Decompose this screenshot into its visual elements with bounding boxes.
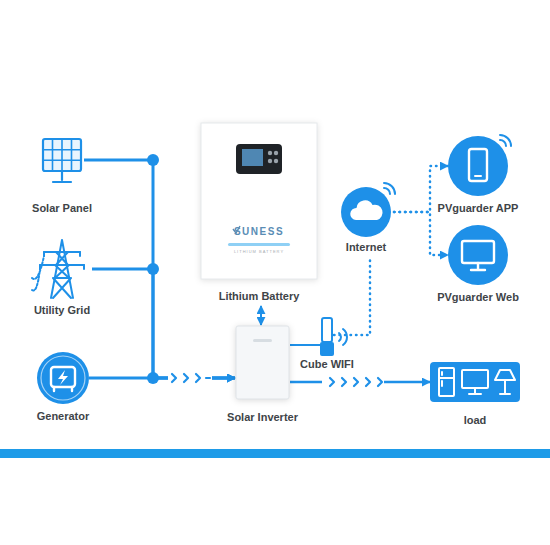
solar-panel-icon-art: [40, 136, 84, 184]
inverter-box: Solar Inverter: [235, 325, 290, 400]
battery-device-art: [200, 122, 318, 280]
connector: [89, 377, 235, 380]
node-label: PVguarder Web: [437, 291, 519, 304]
brand-name: SUNESS: [200, 225, 318, 238]
device-marking: LITHIUM BATTERY: [200, 249, 318, 254]
node-label: Generator: [37, 410, 90, 423]
node-label: Solar Panel: [32, 202, 92, 215]
node-label: Solar Inverter: [227, 411, 298, 424]
node-label: Cube WIFI: [300, 358, 354, 371]
node-label: Utility Grid: [34, 304, 90, 317]
generator-icon-art: [37, 352, 89, 404]
battery-device: SUNESS Lithium Battery LITHIUM BATTERY: [200, 122, 318, 306]
solar-panel-icon: Solar Panel: [40, 136, 84, 184]
app-icon: PVguarder APP: [448, 136, 508, 196]
connector: [290, 381, 430, 384]
generator-icon: Generator: [37, 352, 89, 404]
app-icon-art: [448, 136, 508, 196]
utility-grid-icon-art: [32, 238, 92, 300]
load-panel: load: [430, 362, 520, 402]
node-label: Internet: [346, 241, 386, 254]
connector: [260, 306, 262, 325]
wifi-dongle-art: [320, 318, 334, 356]
connector: [290, 344, 320, 346]
node-label: Lithium Battery: [200, 290, 318, 303]
connector: [92, 269, 235, 378]
connector: [334, 256, 370, 335]
load-panel-art: [430, 362, 520, 402]
web-icon-art: [448, 225, 508, 285]
internet-cloud: Internet: [338, 186, 394, 256]
inverter-box-art: [235, 325, 290, 400]
node-label: load: [464, 414, 487, 427]
wifi-dongle: Cube WIFI: [320, 318, 334, 356]
connector: [394, 212, 448, 255]
utility-grid-icon: Utility Grid: [32, 238, 92, 300]
web-icon: PVguarder Web: [448, 225, 508, 285]
internet-cloud-art: [338, 186, 394, 238]
node-label: PVguarder APP: [438, 202, 519, 215]
